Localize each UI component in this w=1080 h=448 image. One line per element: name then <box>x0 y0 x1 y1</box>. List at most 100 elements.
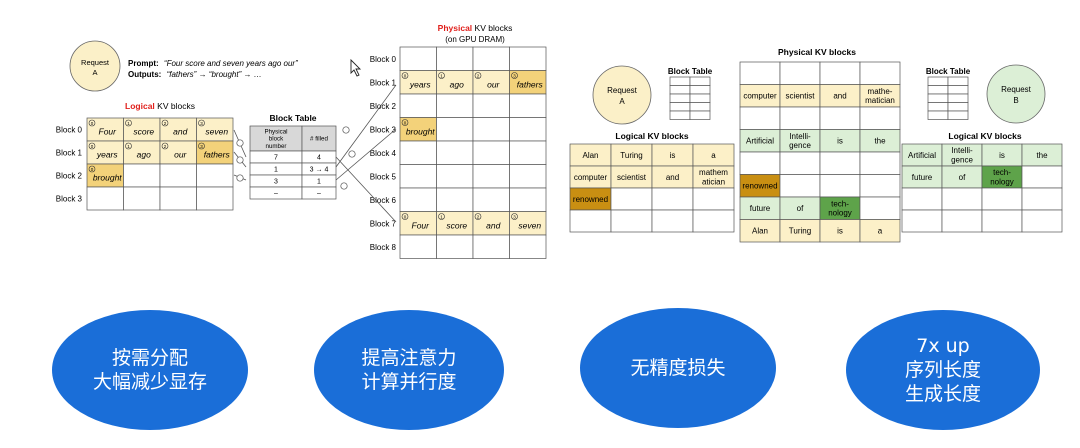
block-table-filled: 1 <box>317 179 321 186</box>
physical-block-label: Block 5 <box>370 172 397 181</box>
physical-kv-cell <box>399 234 437 259</box>
token-index: 3 <box>513 215 516 220</box>
kv-cell <box>941 187 983 211</box>
logical-kv-cell <box>86 186 124 211</box>
kv-token: and <box>666 173 679 182</box>
kv-token: Intelli-gence <box>951 146 973 164</box>
outputs-line: Outputs: “fathers” → “brought” → … <box>128 70 262 79</box>
kv-token: is <box>837 137 843 146</box>
prompt-label: Prompt: <box>128 59 159 68</box>
kv-cell <box>859 106 901 130</box>
kv-token: Turing <box>620 151 642 160</box>
kv-cell <box>859 219 901 243</box>
kv-cell <box>651 209 694 233</box>
logical-kv-cell <box>123 186 161 211</box>
block-table-filled: 3 → 4 <box>310 167 329 174</box>
logical-block-label: Block 0 <box>56 126 83 135</box>
kv-token: a <box>878 227 883 236</box>
token-word: fathers <box>204 150 231 160</box>
logical-kv-title: Logical KV blocks <box>125 101 195 111</box>
request-b-label-line2: B <box>1013 96 1018 105</box>
token-index: 0 <box>404 215 407 220</box>
token-word: Four <box>412 220 431 230</box>
kv-cell <box>779 106 821 130</box>
block-table-slot <box>927 76 949 86</box>
logical-kv-cell <box>123 163 161 188</box>
kv-cell <box>739 106 781 130</box>
kv-token: scientist <box>617 173 647 182</box>
kv-cell <box>859 196 901 220</box>
outputs-text: “fathers” → “brought” → … <box>167 70 262 79</box>
kv-token: a <box>711 151 716 160</box>
kv-cell <box>739 61 781 85</box>
bubble-3-line-1: 无精度损失 <box>630 357 726 379</box>
kv-token: computer <box>574 173 608 182</box>
request-a-label-line1: Request <box>81 58 110 67</box>
token-word: our <box>487 79 500 89</box>
block-table-slot <box>947 93 969 103</box>
block-table-slot <box>947 102 969 112</box>
block-table-slot <box>947 76 969 86</box>
kv-token: of <box>959 173 966 182</box>
bubble-1-line-2: 大幅减少显存 <box>92 371 207 393</box>
block-table-slot <box>669 85 691 95</box>
kv-token: of <box>797 204 804 213</box>
kv-cell <box>651 187 694 211</box>
physical-kv-cell <box>436 46 474 71</box>
kv-token: scientist <box>786 92 816 101</box>
bubble-attention-parallelism: 提高注意力 计算并行度 <box>314 310 504 430</box>
kv-token: the <box>874 137 886 146</box>
prompt-line: Prompt: “Four score and seven years ago … <box>128 59 298 68</box>
kv-cell <box>1021 165 1063 189</box>
kv-cell <box>819 151 861 175</box>
mouse-cursor-icon <box>350 58 362 77</box>
token-word: fathers <box>517 79 544 89</box>
physical-block-label: Block 6 <box>370 196 397 205</box>
kv-cell <box>610 187 653 211</box>
kv-token: computer <box>743 92 777 101</box>
bubble-2-line-1: 提高注意力 <box>361 347 457 369</box>
token-word: ago <box>137 150 151 160</box>
bubble-4-line-3: 生成长度 <box>904 383 981 405</box>
physical-kv-cell <box>436 117 474 142</box>
block-table-b <box>927 76 969 120</box>
bubble-no-precision-loss: 无精度损失 <box>580 308 776 428</box>
kv-cell <box>610 209 653 233</box>
physical-block-label: Block 8 <box>370 243 397 252</box>
request-a-label-line2: A <box>92 68 97 77</box>
block-table-title: Block Table <box>269 113 316 123</box>
request-a2-label-line2: A <box>619 97 625 106</box>
physical-kv-cell <box>436 140 474 165</box>
logical-b-title: Logical KV blocks <box>948 131 1021 141</box>
physical-block-label: Block 0 <box>370 55 397 64</box>
request-b-node: Request B <box>986 64 1046 124</box>
kv-cell <box>692 209 735 233</box>
token-index: 0 <box>91 121 94 126</box>
physical-block-label: Block 4 <box>370 149 397 158</box>
block-table-slot <box>947 85 969 95</box>
arrow-to-block-3 <box>335 128 397 181</box>
token-index: 0 <box>91 167 94 172</box>
physical-kv-cell <box>509 46 547 71</box>
token-word: Four <box>99 127 118 137</box>
kv-cell <box>901 187 943 211</box>
kv-cell <box>901 209 943 233</box>
physical-block-label: Block 3 <box>370 125 397 134</box>
kv-cell <box>739 151 781 175</box>
token-word: years <box>409 79 432 89</box>
physical-kv-cell <box>472 164 510 189</box>
kv-token: renowned <box>742 182 777 191</box>
request-a-node: Request A <box>69 40 121 92</box>
kv-token: Artificial <box>908 151 936 160</box>
physical-kv-cell <box>472 234 510 259</box>
kv-token: Artificial <box>746 137 774 146</box>
block-table-slot <box>947 110 969 120</box>
arrow-to-block-7 <box>335 156 397 223</box>
kv-token: Turing <box>789 227 811 236</box>
block-table-slot <box>927 102 949 112</box>
kv-token: Alan <box>582 151 598 160</box>
